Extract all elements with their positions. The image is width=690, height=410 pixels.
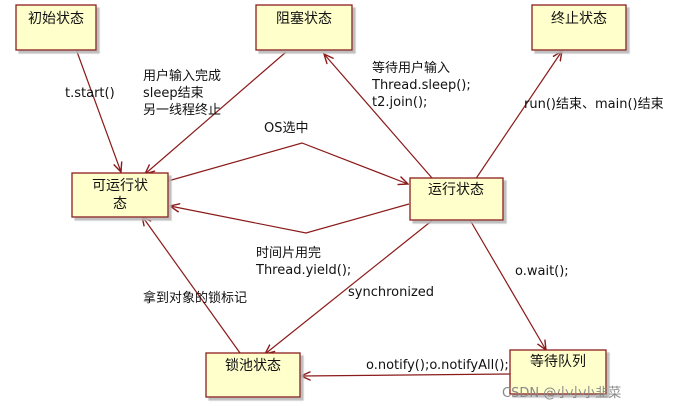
label-wait: o.wait(); <box>515 264 569 279</box>
edge-initial-to-runnable <box>75 48 121 172</box>
edge-running-to-runnable-yield <box>170 204 410 234</box>
node-running-label: 运行状态 <box>428 182 484 198</box>
label-terminate: run()结束、main()结束 <box>524 97 664 112</box>
edge-running-to-blocked <box>324 54 433 179</box>
node-runnable-label-line2: 态 <box>113 196 127 212</box>
watermark: CSDN @小小小韭菜 <box>502 386 621 401</box>
node-wait-queue-label: 等待队列 <box>530 353 586 370</box>
edge-running-to-terminated <box>474 51 562 181</box>
node-runnable: 可运行状 态 <box>71 172 169 218</box>
label-block-1: 等待用户输入 <box>372 60 450 76</box>
label-yield-2: Thread.yield(); <box>255 263 351 278</box>
label-yield-1: 时间片用完 <box>256 246 321 261</box>
node-runnable-label-line1: 可运行状 <box>92 178 148 194</box>
label-unblock-3: 另一线程终止 <box>143 102 221 118</box>
node-initial-label: 初始状态 <box>28 10 84 27</box>
edge-running-to-waitqueue <box>469 219 546 350</box>
label-os-select: OS选中 <box>264 121 309 136</box>
edge-labels: t.start() 用户输入完成 sleep结束 另一线程终止 等待用户输入 T… <box>65 60 664 373</box>
edge-runnable-to-running-os <box>167 142 408 184</box>
label-synchronized: synchronized <box>348 285 434 300</box>
label-block-3: t2.join(); <box>372 95 427 110</box>
edge-waitqueue-to-lockpool <box>301 374 511 376</box>
label-unblock-1: 用户输入完成 <box>143 68 221 84</box>
node-wait-queue: 等待队列 <box>509 349 607 395</box>
node-lock-pool: 锁池状态 <box>205 352 301 398</box>
label-unblock-2: sleep结束 <box>143 86 204 101</box>
label-start: t.start() <box>65 86 115 101</box>
node-initial: 初始状态 <box>15 4 97 51</box>
edge-lockpool-to-runnable <box>142 216 241 354</box>
node-terminated: 终止状态 <box>531 4 627 51</box>
node-blocked: 阻塞状态 <box>255 4 353 51</box>
node-terminated-label: 终止状态 <box>551 11 607 27</box>
edges <box>75 48 562 376</box>
label-block-2: Thread.sleep(); <box>371 78 471 93</box>
node-running: 运行状态 <box>409 177 504 221</box>
label-lock-acquired: 拿到对象的锁标记 <box>143 290 247 306</box>
edge-running-to-lockpool <box>265 218 435 354</box>
edge-blocked-to-runnable <box>145 51 287 174</box>
node-lock-pool-label: 锁池状态 <box>225 358 281 374</box>
node-blocked-label: 阻塞状态 <box>276 10 332 27</box>
label-notify: o.notify();o.notifyAll(); <box>366 358 509 373</box>
